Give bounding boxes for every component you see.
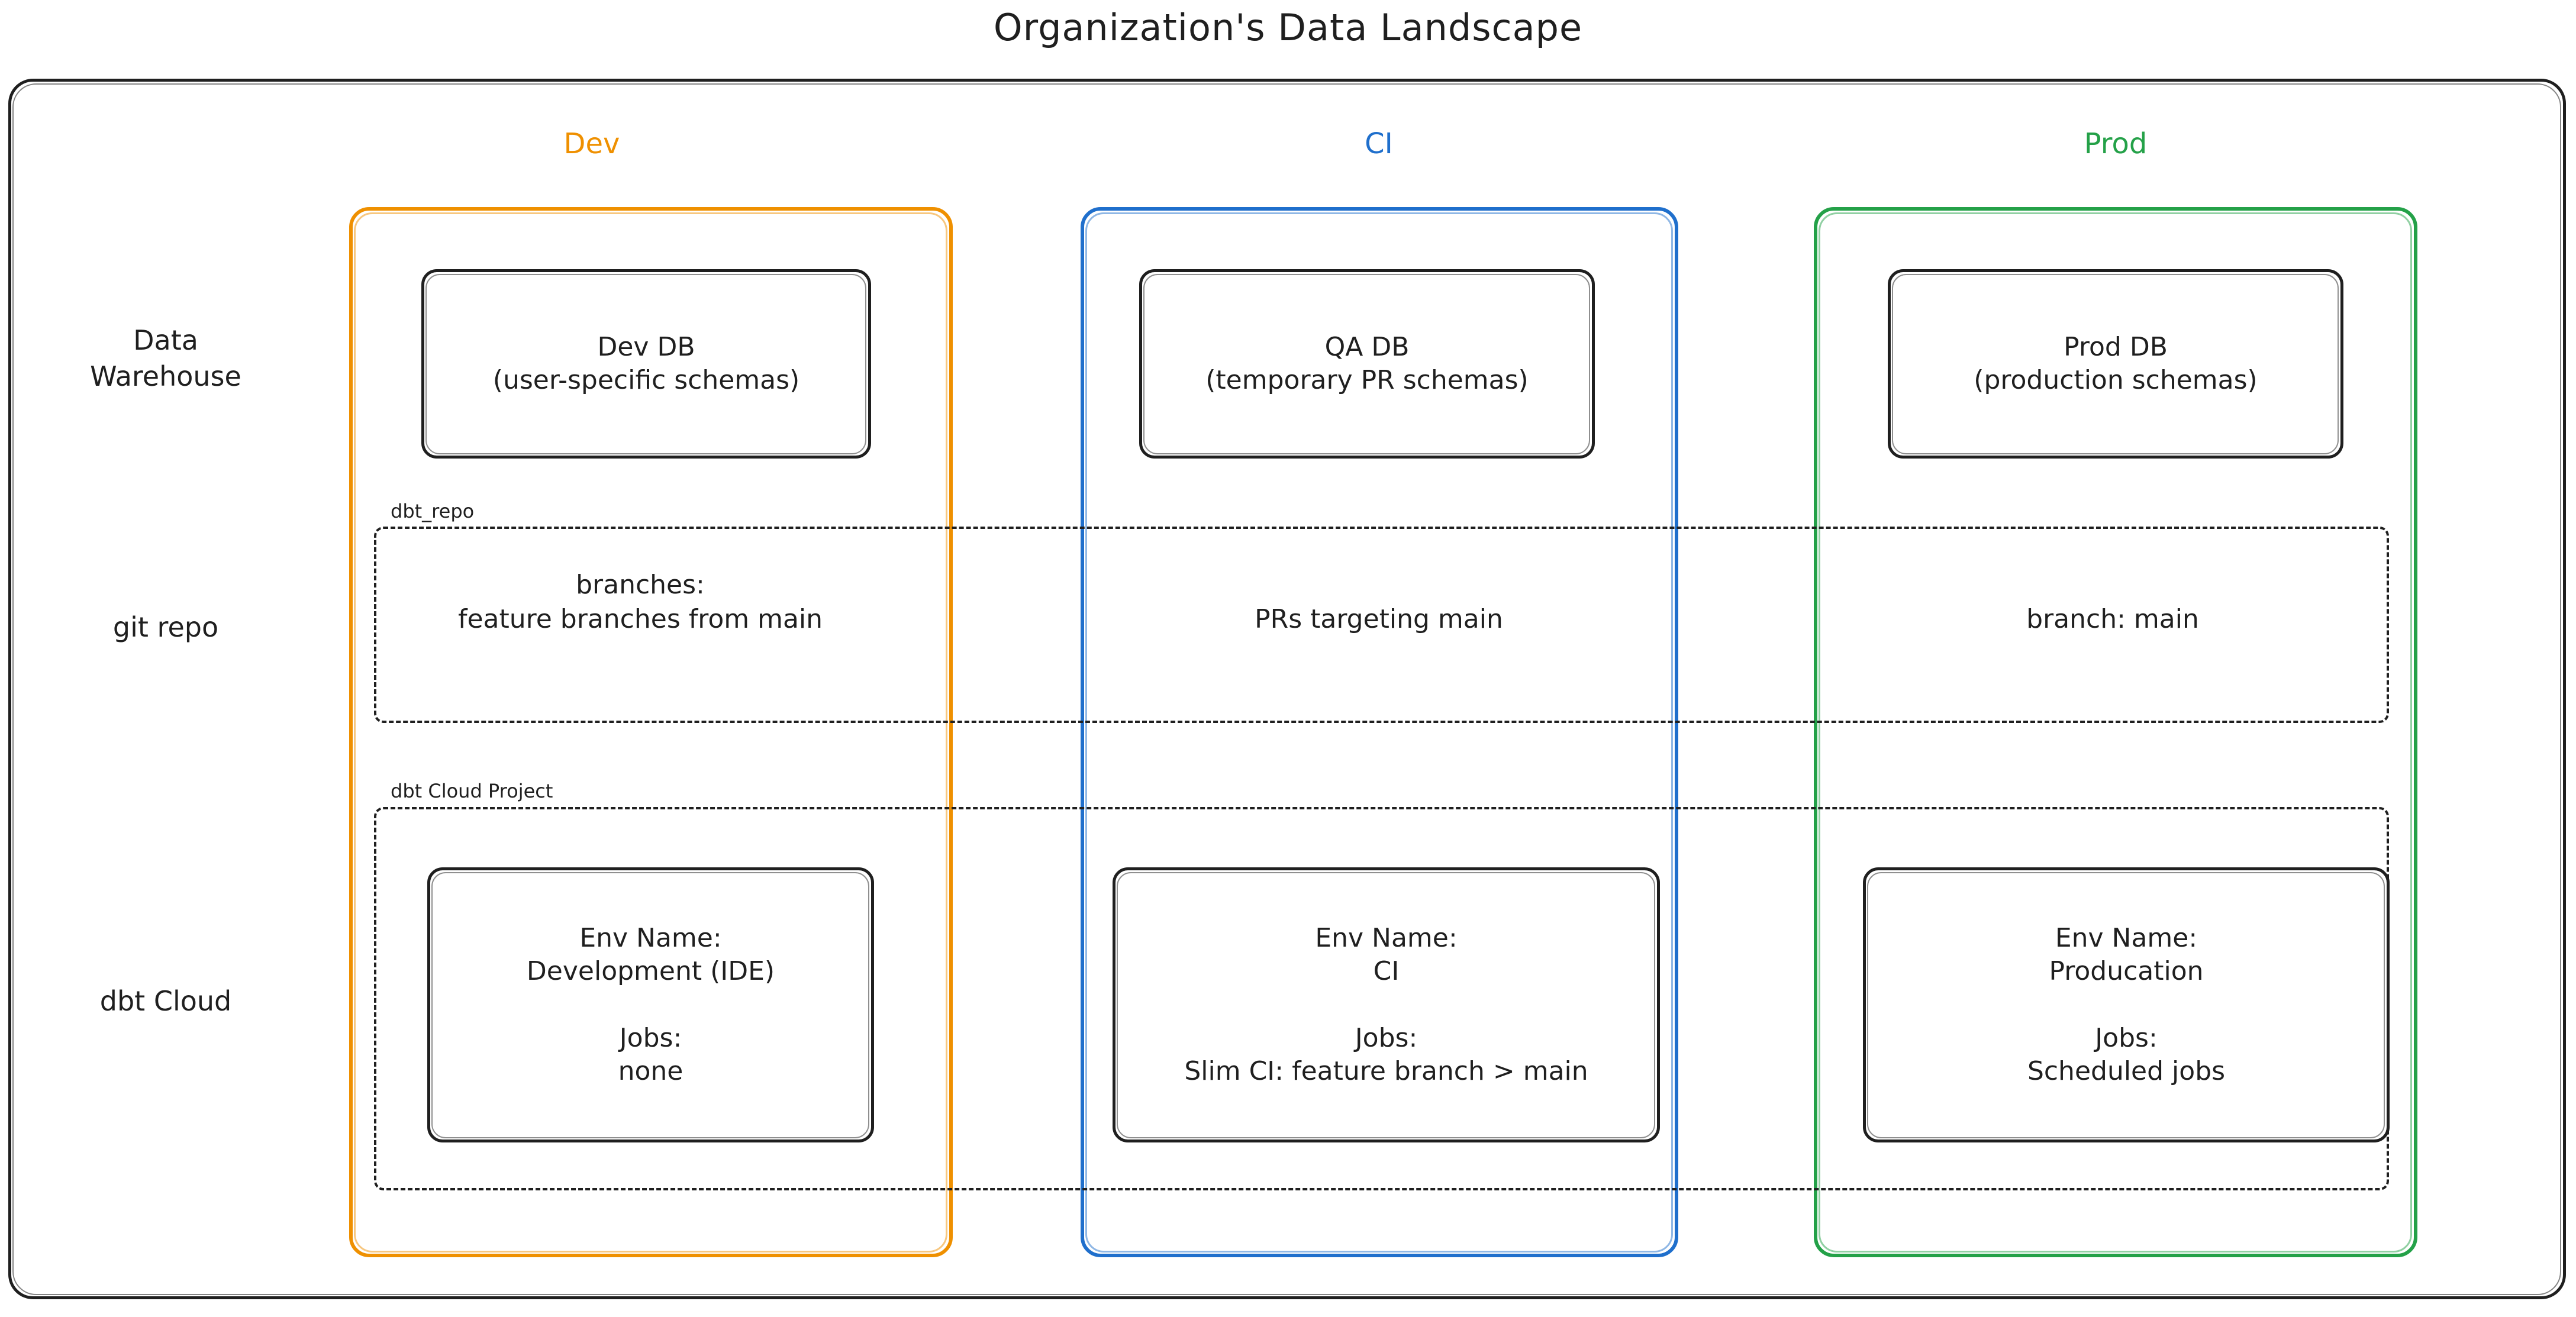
node-dbt-cloud-ci-env-value: CI: [1373, 956, 1400, 987]
column-container-prod: [1814, 207, 2417, 1257]
node-dbt-cloud-dev-jobs-value: none: [618, 1055, 684, 1086]
row-label-dbt-cloud-line1: dbt Cloud: [99, 985, 232, 1017]
row-label-git-repo-line1: git repo: [112, 611, 219, 643]
node-dbt-cloud-prod-env-label: Env Name:: [2055, 922, 2198, 953]
node-git-prod-line1: branch: main: [2026, 604, 2199, 634]
node-dev-db-line2: (user-specific schemas): [492, 365, 800, 395]
node-dbt-cloud-dev-env-label: Env Name:: [579, 922, 722, 953]
diagram-outer-frame: [8, 79, 2566, 1299]
node-dbt-cloud-prod-jobs-value: Scheduled jobs: [2027, 1055, 2226, 1086]
node-qa-db-line2: (temporary PR schemas): [1205, 365, 1529, 395]
node-dbt-cloud-dev-jobs-label: Jobs:: [619, 1022, 682, 1053]
dashed-group-dbt-repo: [374, 527, 2389, 723]
row-label-git-repo: git repo: [24, 609, 308, 645]
row-label-data-warehouse-line1: Data: [133, 324, 198, 356]
row-label-dbt-cloud: dbt Cloud: [24, 983, 308, 1019]
page-title: Organization's Data Landscape: [993, 6, 1583, 49]
node-dbt-cloud-prod[interactable]: Env Name: Producation Jobs: Scheduled jo…: [1863, 867, 2390, 1142]
node-qa-db-line1: QA DB: [1324, 331, 1410, 362]
node-prod-db-line2: (production schemas): [1974, 365, 2258, 395]
node-dbt-cloud-prod-env-value: Producation: [2049, 956, 2204, 987]
row-label-data-warehouse: Data Warehouse: [24, 322, 308, 394]
node-dev-db[interactable]: Dev DB (user-specific schemas): [421, 269, 871, 459]
node-dbt-cloud-ci-jobs-label: Jobs:: [1355, 1022, 1418, 1053]
node-dbt-cloud-dev-env-value: Development (IDE): [526, 956, 775, 987]
row-label-data-warehouse-line2: Warehouse: [90, 360, 241, 392]
node-git-ci: PRs targeting main: [1107, 602, 1651, 637]
node-dbt-cloud-ci-env-label: Env Name:: [1315, 922, 1458, 953]
node-git-dev-line2: feature branches from main: [457, 604, 823, 635]
node-prod-db-line1: Prod DB: [2064, 331, 2168, 362]
node-dbt-cloud-prod-jobs-label: Jobs:: [2095, 1022, 2158, 1053]
node-git-prod: branch: main: [1840, 602, 2385, 637]
node-qa-db[interactable]: QA DB (temporary PR schemas): [1139, 269, 1595, 459]
node-dbt-cloud-ci-jobs-value: Slim CI: feature branch > main: [1184, 1055, 1588, 1086]
column-container-dev: [349, 207, 953, 1257]
node-dbt-cloud-dev[interactable]: Env Name: Development (IDE) Jobs: none: [427, 867, 874, 1142]
node-dev-db-line1: Dev DB: [597, 331, 695, 362]
node-git-dev-line1: branches:: [576, 570, 705, 600]
node-git-dev: branches: feature branches from main: [374, 568, 907, 637]
dashed-group-label-dbt-repo: dbt_repo: [391, 500, 475, 522]
column-header-prod: Prod: [2084, 127, 2148, 160]
column-header-dev: Dev: [563, 127, 620, 160]
dashed-group-label-dbt-cloud-project: dbt Cloud Project: [391, 780, 553, 802]
node-prod-db[interactable]: Prod DB (production schemas): [1888, 269, 2343, 459]
column-container-ci: [1081, 207, 1678, 1257]
column-header-ci: CI: [1365, 127, 1393, 160]
node-dbt-cloud-ci[interactable]: Env Name: CI Jobs: Slim CI: feature bran…: [1113, 867, 1660, 1142]
node-git-ci-line1: PRs targeting main: [1255, 604, 1503, 634]
